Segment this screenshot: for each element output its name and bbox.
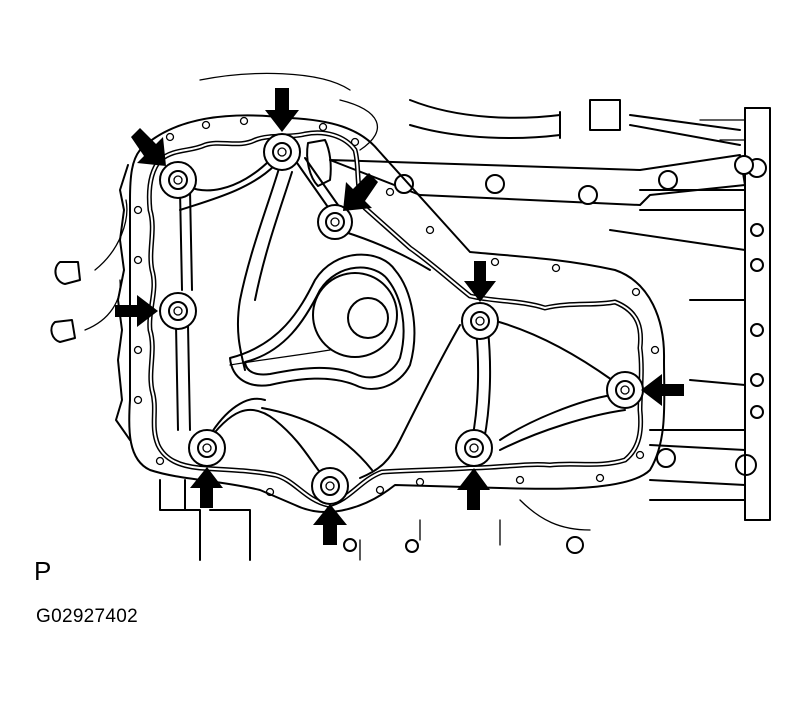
pan-ribs [175, 139, 626, 479]
sealant-bead [146, 130, 644, 508]
bolt-5 [461, 302, 499, 340]
arrow-down-bolt-2 [265, 88, 299, 132]
arrow-up-bolt-7 [190, 467, 223, 508]
arrow-up-bolt-9 [313, 504, 347, 545]
bolt-3 [317, 204, 353, 240]
left-wiring [50, 164, 591, 561]
bolt-6 [606, 371, 644, 409]
arrow-left-bolt-6 [641, 374, 684, 406]
arrow-diag-bolt-3 [343, 173, 378, 211]
arrow-down-bolt-5 [464, 261, 496, 302]
bolts [159, 133, 644, 505]
engine-block-right [199, 72, 771, 521]
arrow-up-bolt-8 [457, 468, 490, 510]
arrow-right-bolt-4 [115, 295, 158, 327]
figure-code: G02927402 [36, 606, 139, 627]
bolt-1 [159, 161, 197, 199]
arrows [115, 88, 684, 545]
oil-pan-flange [128, 114, 666, 513]
view-label: P [34, 556, 52, 586]
bolt-7 [188, 429, 226, 467]
bolt-8 [455, 429, 493, 467]
bolt-2 [263, 133, 301, 171]
bolt-9 [311, 467, 349, 505]
arrow-diag-bolt-1 [131, 128, 166, 166]
bolt-4 [159, 292, 197, 330]
